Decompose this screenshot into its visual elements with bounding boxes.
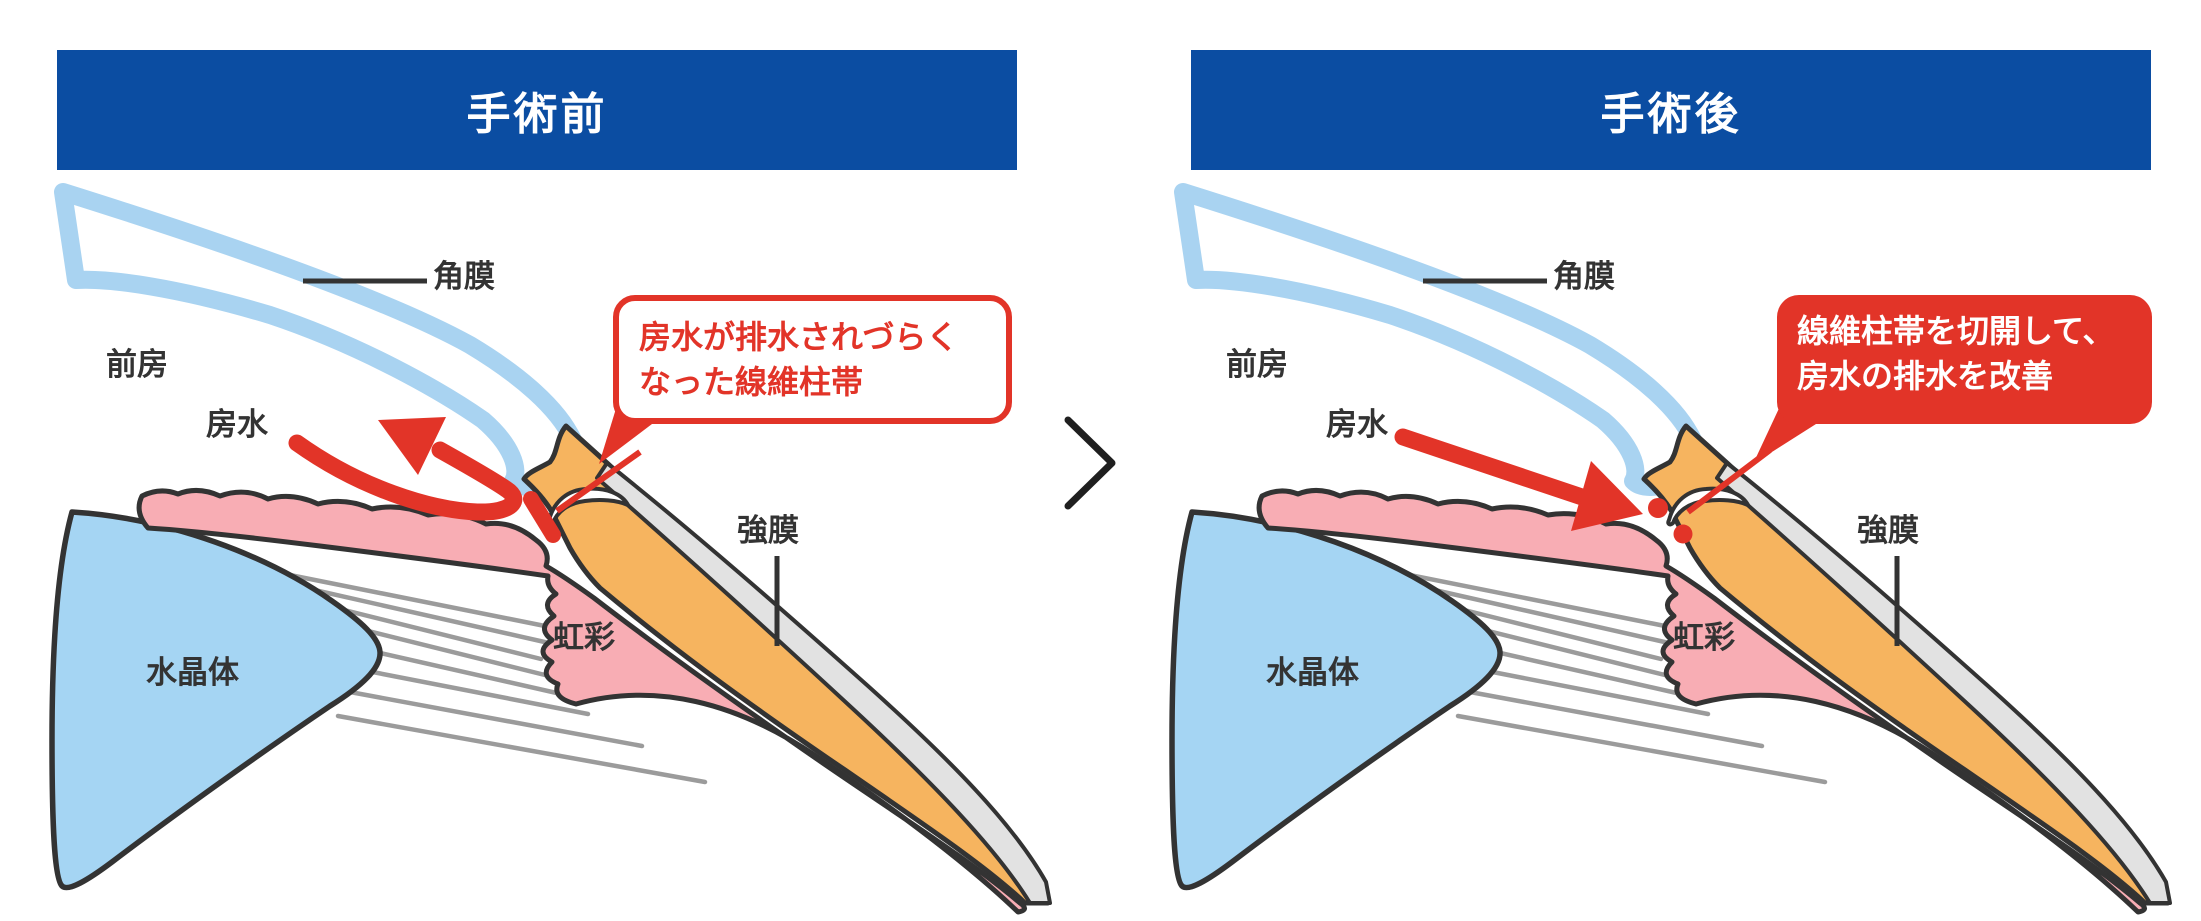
label-aqueous-humor-post: 房水: [1326, 407, 1388, 442]
aqueous-flow-arrow-post: [1394, 428, 1591, 506]
label-lens-post: 水晶体: [1266, 655, 1359, 690]
label-iris-pre: 虹彩: [553, 620, 615, 655]
label-aqueous-humor-pre: 房水: [206, 407, 268, 442]
aqueous-flow-arrowhead-pre: [378, 417, 446, 475]
label-sclera-post: 強膜: [1857, 513, 1919, 548]
label-cornea-post: 角膜: [1553, 259, 1615, 294]
banner-after-title: 手術後: [1600, 90, 1742, 139]
trabecular-cut-end-lower: [1673, 524, 1693, 544]
label-cornea-pre: 角膜: [433, 259, 495, 294]
callout-leader-pre: [555, 449, 642, 514]
aqueous-flow-arrowhead-post: [1571, 461, 1643, 531]
banner-after-surgery: 手術後: [1191, 50, 2151, 170]
callout-incised-trabecular: 線維柱帯を切開して、 房水の排水を改善: [1777, 295, 2152, 424]
right-chevron-icon: [1064, 416, 1116, 510]
banner-before-surgery: 手術前: [57, 50, 1017, 170]
label-anterior-chamber-pre: 前房: [106, 347, 168, 382]
label-sclera-pre: 強膜: [737, 513, 799, 548]
label-iris-post: 虹彩: [1673, 620, 1735, 655]
banner-before-title: 手術前: [466, 90, 608, 139]
label-lens-pre: 水晶体: [146, 655, 239, 690]
trabecular-meshwork-blocked: [523, 491, 561, 543]
aqueous-flow-arrow-pre: [288, 434, 523, 521]
label-anterior-chamber-post: 前房: [1226, 347, 1288, 382]
callout-blocked-trabecular: 房水が排水されづらく なった線維柱帯: [613, 295, 1012, 424]
callout-leader-post: [1686, 447, 1772, 515]
trabecular-cut-end-upper: [1648, 498, 1668, 518]
